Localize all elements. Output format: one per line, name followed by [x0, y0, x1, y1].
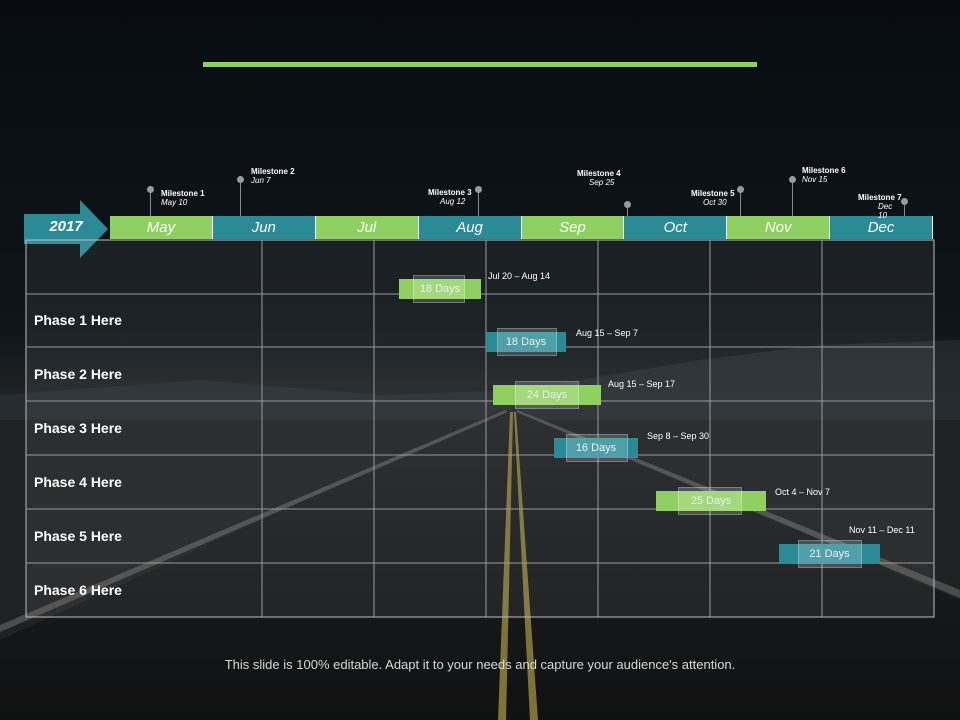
- month-may: May: [110, 216, 213, 239]
- task-range-2: Aug 15 – Sep 7: [576, 328, 639, 338]
- task-bar-3[interactable]: [493, 385, 601, 405]
- milestone-name: Milestone 5: [691, 189, 735, 198]
- milestone-date: Dec 10: [878, 202, 893, 220]
- month-header: May Jun Jul Aug Sep Oct Nov Dec: [110, 216, 933, 239]
- task-range-3: Aug 15 – Sep 17: [608, 379, 676, 389]
- task-duration-6: 21 Days: [809, 548, 850, 560]
- milestone-2: Milestone 2 Jun 7: [251, 167, 295, 185]
- milestone-pin: [150, 192, 151, 216]
- phase-6-label: Phase 6 Here: [34, 582, 122, 598]
- task-duration-1: 18 Days: [419, 283, 461, 295]
- milestone-pin: [627, 207, 628, 216]
- milestone-date: Aug 12: [440, 197, 466, 206]
- task-range-1: Jul 20 – Aug 14: [488, 271, 551, 281]
- milestone-pin: [904, 205, 905, 216]
- milestone-date: Jun 7: [251, 176, 271, 185]
- milestone-date: Oct 30: [703, 198, 727, 207]
- task-duration-5: 25 Days: [690, 495, 732, 507]
- task-bar-2[interactable]: [486, 332, 566, 352]
- milestone-6: Milestone 6 Nov 15: [802, 166, 846, 184]
- task-highlight: [566, 434, 628, 462]
- phase-1-label: Phase 1 Here: [34, 312, 122, 328]
- milestone-date: Nov 15: [802, 175, 828, 184]
- milestone-pin: [478, 192, 479, 216]
- task-highlight: [413, 275, 465, 303]
- milestone-name: Milestone 6: [802, 166, 846, 175]
- milestone-dot: [475, 186, 482, 193]
- milestone-dot: [901, 198, 908, 205]
- milestone-pin: [740, 192, 741, 216]
- task-highlight: [497, 328, 557, 356]
- task-duration-3: 24 Days: [526, 389, 568, 401]
- task-duration-4: 16 Days: [575, 442, 617, 454]
- task-range-6: Nov 11 – Dec 11: [849, 525, 915, 535]
- month-nov: Nov: [727, 216, 831, 239]
- task-bar-4[interactable]: [554, 438, 638, 458]
- year-label: 2017: [49, 218, 83, 235]
- milestone-dot: [237, 176, 244, 183]
- milestone-1: Milestone 1 May 10: [161, 189, 205, 207]
- task-bar-1[interactable]: [399, 279, 481, 299]
- task-bar-6[interactable]: [779, 544, 880, 564]
- milestone-pin: [240, 182, 241, 216]
- milestone-dot: [737, 186, 744, 193]
- milestone-date: Sep 25: [589, 178, 615, 187]
- phase-2-label: Phase 2 Here: [34, 366, 122, 382]
- milestone-name: Milestone 3: [428, 188, 472, 197]
- milestone-3: Milestone 3 Aug 12: [428, 188, 472, 206]
- milestone-dot: [789, 176, 796, 183]
- month-sep: Sep: [521, 216, 625, 239]
- task-range-4: Sep 8 – Sep 30: [647, 431, 710, 441]
- milestone-date: May 10: [161, 198, 188, 207]
- month-jun: Jun: [212, 216, 316, 239]
- task-range-5: Oct 4 – Nov 7: [775, 487, 831, 497]
- month-jul: Jul: [315, 216, 419, 239]
- milestone-dot: [147, 186, 154, 193]
- phase-3-label: Phase 3 Here: [34, 420, 122, 436]
- task-highlight: [678, 487, 742, 515]
- milestone-pin: [792, 182, 793, 216]
- milestone-name: Milestone 2: [251, 167, 295, 176]
- milestone-5: Milestone 5 Oct 30: [691, 189, 735, 207]
- milestone-dot: [624, 201, 631, 208]
- milestone-7: Milestone 7 Dec 10: [858, 193, 902, 220]
- task-highlight: [515, 381, 579, 409]
- year-arrow: [24, 200, 108, 258]
- month-dec: Dec: [830, 216, 933, 239]
- milestone-name: Milestone 1: [161, 189, 205, 198]
- milestone-name: Milestone 7: [858, 193, 902, 202]
- task-highlight: [798, 540, 862, 568]
- milestone-4: Milestone 4 Sep 25: [577, 169, 621, 187]
- task-duration-2: 18 Days: [505, 336, 547, 348]
- footer-note: This slide is 100% editable. Adapt it to…: [224, 657, 736, 672]
- month-oct: Oct: [624, 216, 728, 239]
- title-underline: [203, 62, 757, 67]
- month-aug: Aug: [418, 216, 522, 239]
- phase-5-label: Phase 5 Here: [34, 528, 122, 544]
- phase-4-label: Phase 4 Here: [34, 474, 122, 490]
- milestone-name: Milestone 4: [577, 169, 621, 178]
- task-bar-5[interactable]: [656, 491, 766, 511]
